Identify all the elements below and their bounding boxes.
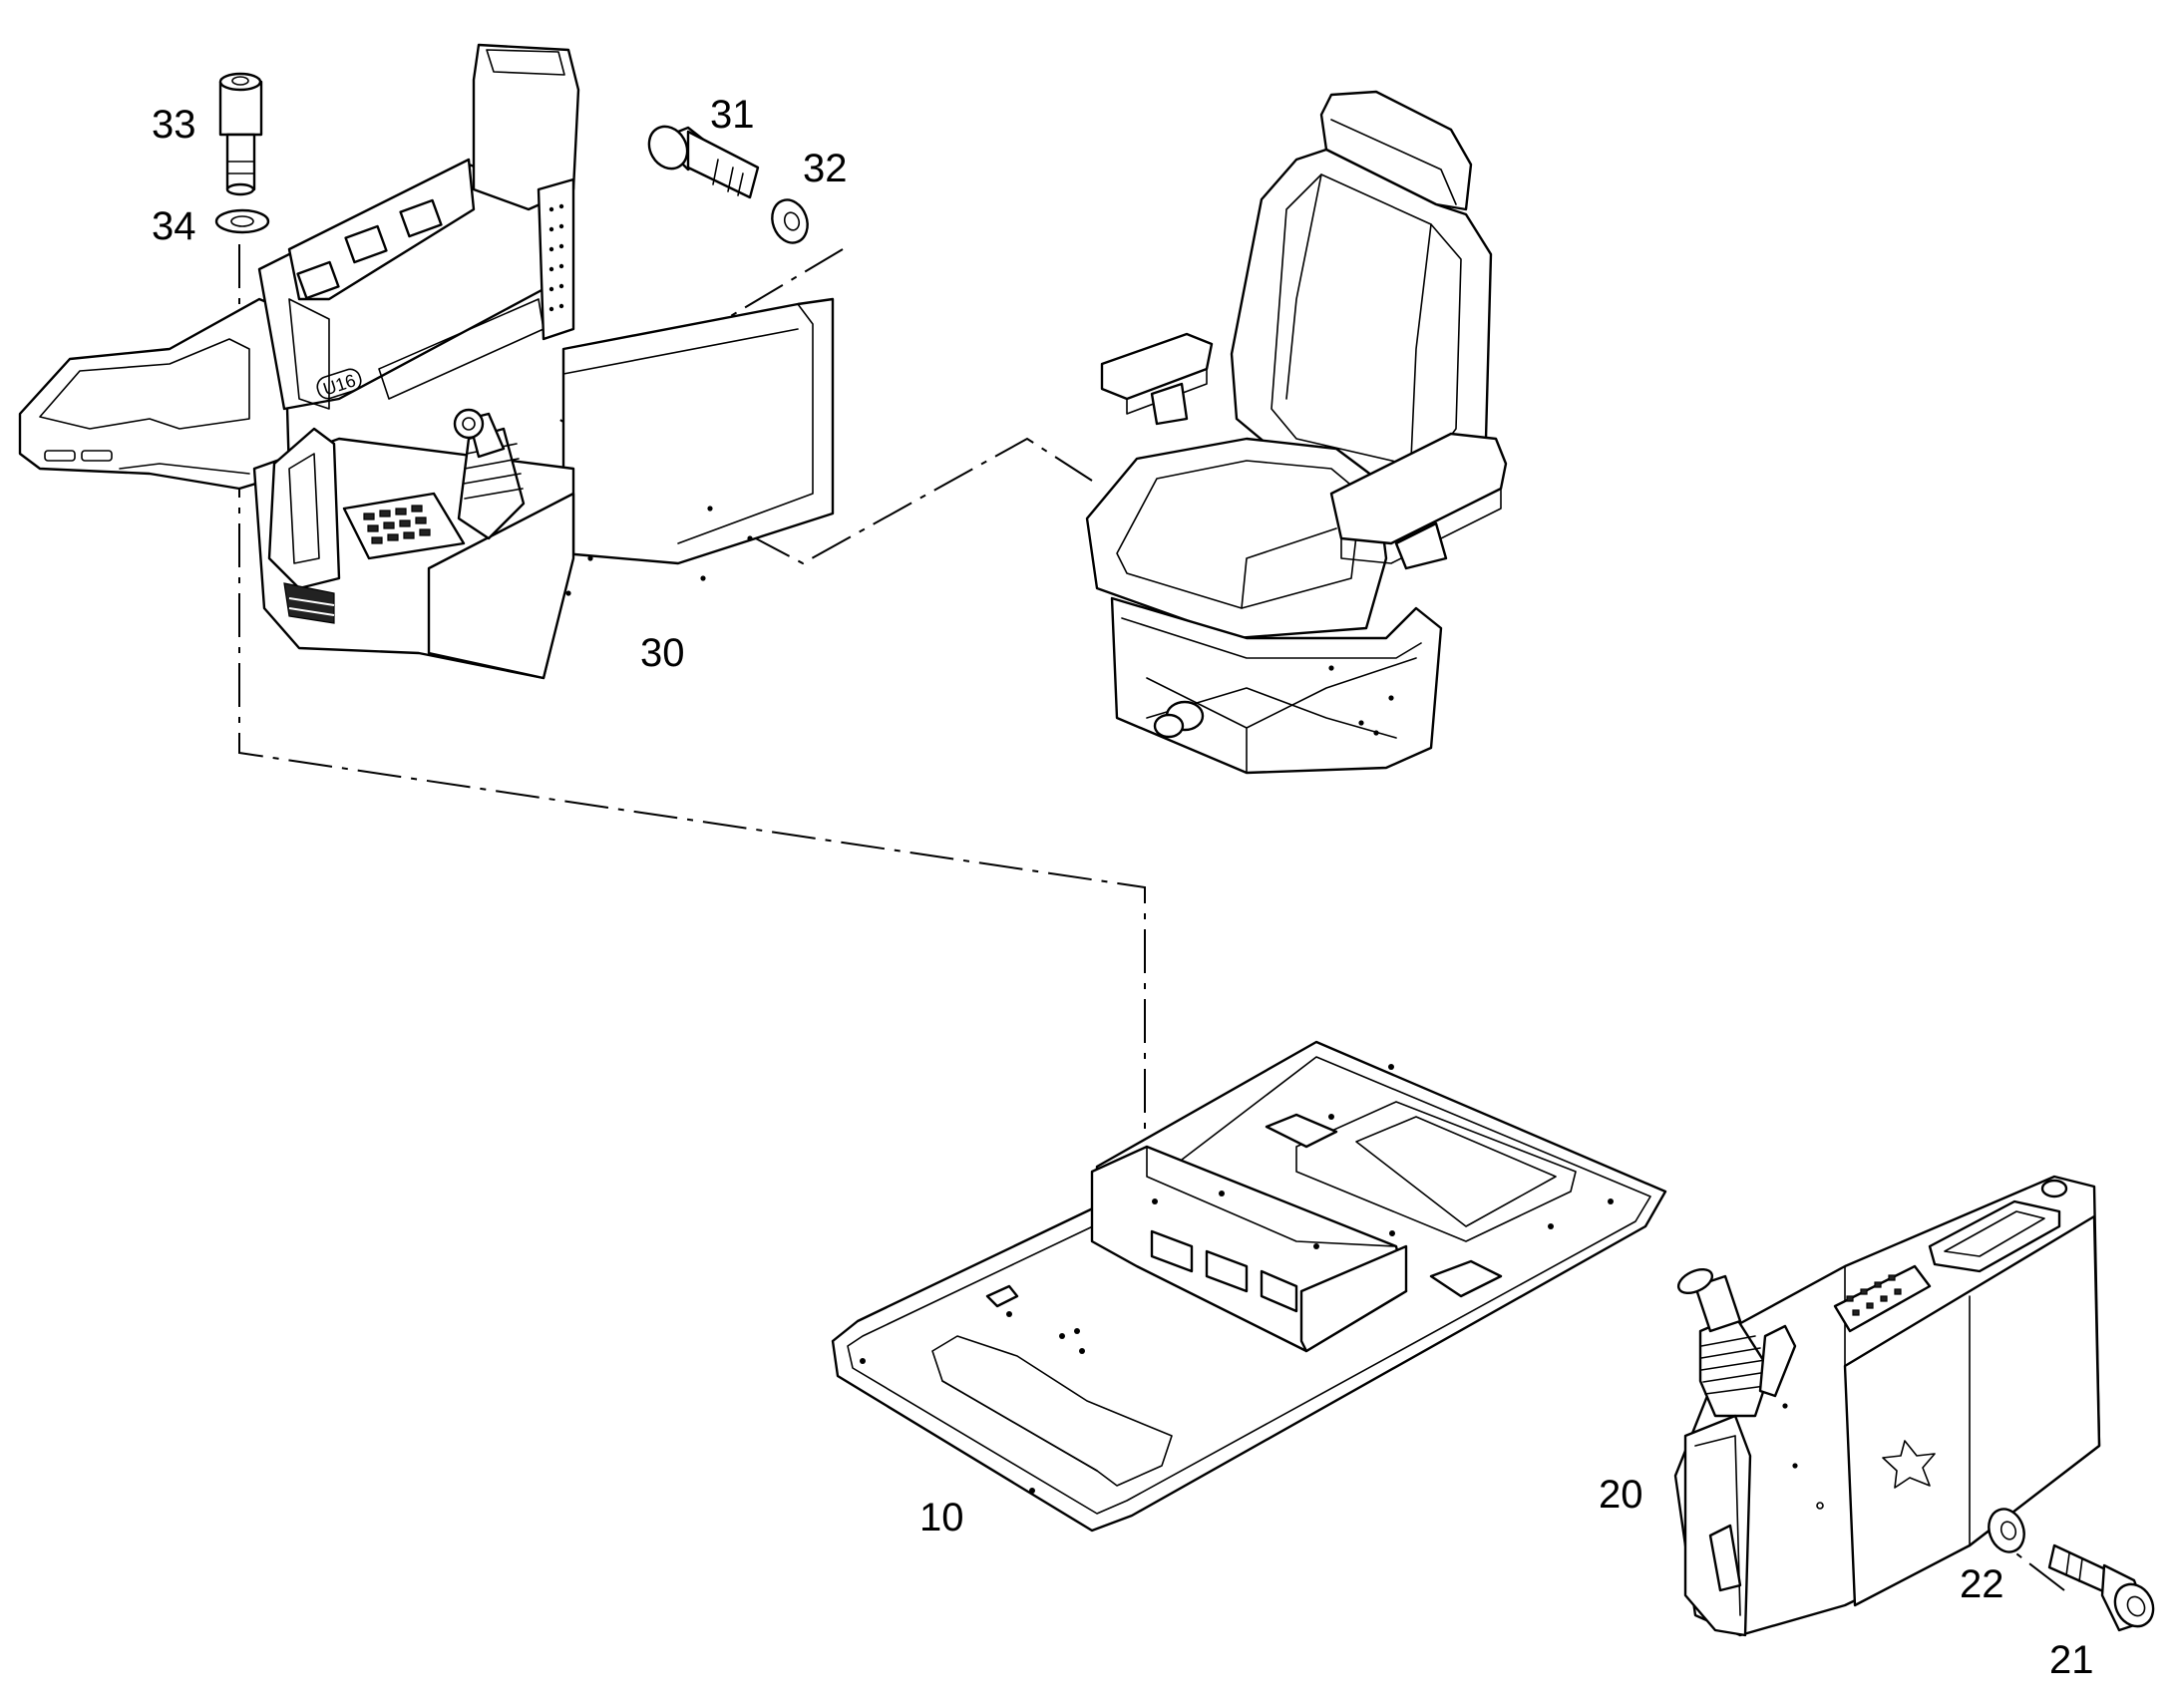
right-console-washer <box>1988 1508 2025 1553</box>
leader-bolt31-to-console <box>556 248 844 470</box>
callout-21: 21 <box>2049 1638 2094 1682</box>
callouts: 33 34 31 32 30 10 20 22 21 <box>152 93 2094 1682</box>
leader-seat-to-console <box>717 437 1093 565</box>
callout-20: 20 <box>1599 1473 1643 1517</box>
callout-10: 10 <box>919 1496 964 1539</box>
right-console-bolt <box>2047 1543 2155 1632</box>
keypad-buttons <box>363 505 431 544</box>
left-control-console: U16 <box>18 43 835 680</box>
socket-head-screw <box>218 72 263 196</box>
callout-34: 34 <box>152 204 196 248</box>
callout-22: 22 <box>1960 1562 2004 1606</box>
callout-33: 33 <box>152 103 196 147</box>
callout-32: 32 <box>803 147 848 190</box>
star-mark <box>1882 1440 1936 1489</box>
floor-plate <box>831 1040 1667 1533</box>
left-console-washer <box>771 198 809 244</box>
operator-seat <box>1085 90 1508 775</box>
screw-washer <box>214 208 270 234</box>
leader-seat-to-floor <box>238 244 1146 1172</box>
right-control-console <box>1673 1175 2101 1637</box>
left-console-bolt <box>647 125 760 199</box>
callout-30: 30 <box>640 631 685 675</box>
callout-31: 31 <box>710 93 755 137</box>
